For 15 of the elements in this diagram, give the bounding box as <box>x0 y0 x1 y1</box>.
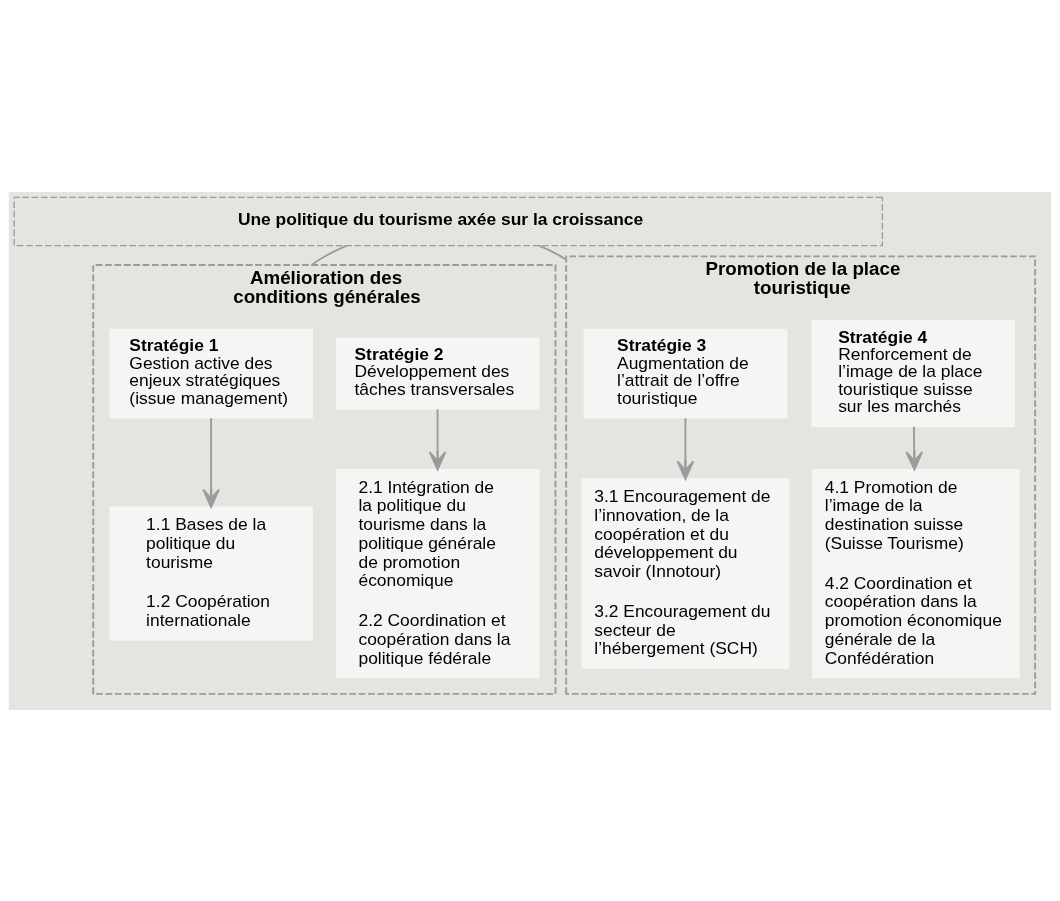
node-box: 2.1 Intégration de la politique du tourisme dans la politique générale de promotion économique 2.2 Coordination et coopération dans la politique fédérale <box>335 468 540 678</box>
node-box: Stratégie 4 Renforcement de l’image de la place touristique suisse sur les marchés <box>811 319 1016 427</box>
node-box: 4.1 Promotion de l’image de la destination suisse (Suisse Tourisme) 4.2 Coordination et coopération dans la promotion économique générale de la Confédération <box>812 468 1020 678</box>
node-box: Stratégie 3 Augmentation de l’attrait de l’offre touristique <box>583 328 788 418</box>
node-box: 1.1 Bases de la politique du tourisme 1.2 Coopération internationale <box>109 505 313 641</box>
arrow <box>905 425 924 470</box>
connector <box>537 244 568 260</box>
connector <box>310 244 348 266</box>
node-box: 3.1 Encouragement de l’innovation, de la coopération et du développement du savoir (Innotour) 3.2 Encouragement du secteur de l’hébergement (SCH) <box>581 477 790 669</box>
node-box: Une politique du tourisme axée sur la croissance <box>13 196 884 246</box>
node-box: Stratégie 2 Développement des tâches transversales <box>335 336 540 410</box>
arrow <box>202 416 220 508</box>
arrow <box>676 416 695 480</box>
node-box: Stratégie 1 Gestion active des enjeux stratégiques (issue management) <box>109 328 313 418</box>
arrow <box>428 407 447 470</box>
